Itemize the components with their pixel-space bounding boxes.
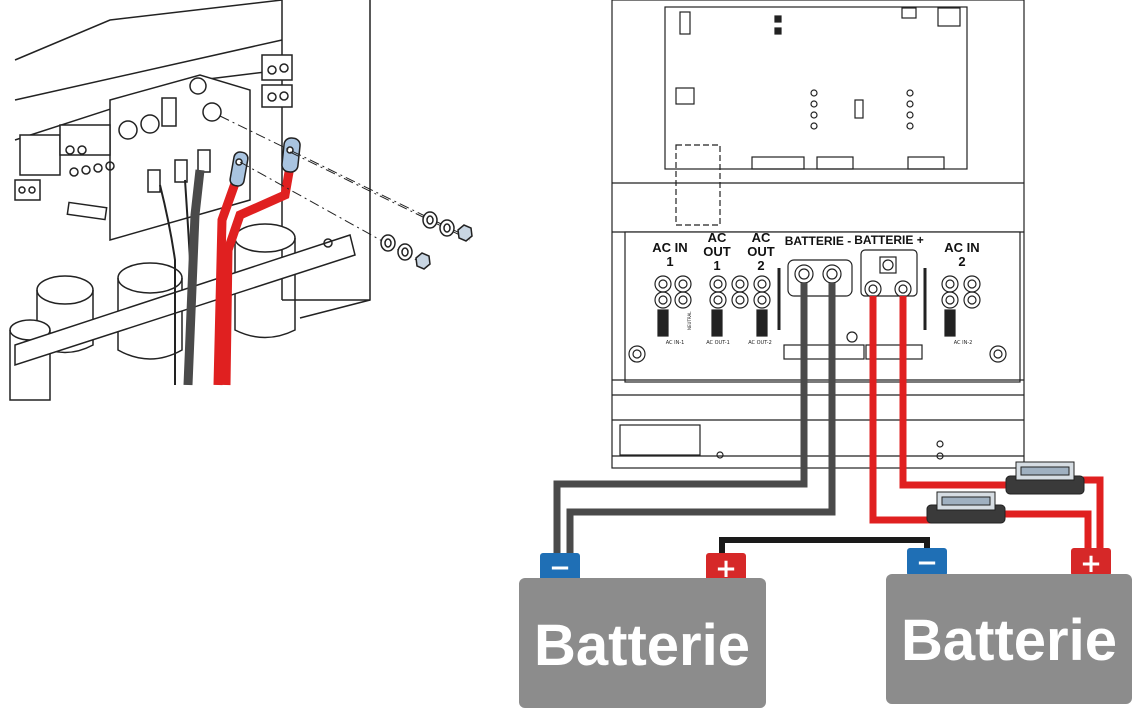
inverter-panel xyxy=(611,0,1025,469)
negative-cable-2 xyxy=(566,283,836,558)
battery-2-positive-terminal xyxy=(1071,548,1111,576)
battery-2-body xyxy=(886,574,1132,704)
terminal-block-right xyxy=(261,54,293,108)
neutral-label-1: NEUTRAL xyxy=(687,311,692,330)
ac-in-2-label: AC IN xyxy=(944,240,979,255)
ac-in-1-terminals xyxy=(628,275,692,363)
battery-2-label: Batterie xyxy=(901,608,1117,673)
control-board xyxy=(664,6,968,226)
ac-in-2-number: 2 xyxy=(958,254,965,269)
battery-1-positive-symbol: + xyxy=(715,554,737,584)
battery-2: − + Batterie xyxy=(886,548,1132,704)
exploded-connection-drawing xyxy=(9,0,473,401)
ac-out-1-label-b: OUT xyxy=(703,244,731,259)
ac-out-1-terminals xyxy=(709,275,749,337)
ac-out-1-label-a: AC xyxy=(708,230,727,245)
battery-1-negative-terminal xyxy=(540,553,580,581)
batterie-minus-label: BATTERIE - xyxy=(785,234,851,248)
cable-lugs xyxy=(229,137,301,187)
ac-in-2-terminals xyxy=(941,275,1007,363)
panel-labels: AC IN 1 AC OUT 1 AC OUT 2 BATTERIE - BAT… xyxy=(652,230,979,346)
ac-in-2-small-label: AC IN-2 xyxy=(954,340,973,346)
battery-1-negative-symbol: − xyxy=(549,553,571,583)
ac-out-2-label-b: OUT xyxy=(747,244,775,259)
washers-and-nuts xyxy=(380,211,473,270)
ac-in-1-small-label: AC IN-1 xyxy=(666,340,685,346)
ac-in-1-number: 1 xyxy=(666,254,673,269)
battery-1-label: Batterie xyxy=(534,613,750,678)
ac-out-2-label-a: AC xyxy=(752,230,771,245)
battery-1-positive-terminal xyxy=(706,553,746,581)
fuse-holder-1 xyxy=(926,491,1006,524)
ac-out-1-number: 1 xyxy=(713,258,720,273)
ac-out-2-small-label: AC OUT-2 xyxy=(748,340,772,346)
battery-1: − + Batterie xyxy=(519,553,766,708)
line-label-1: LINE xyxy=(664,321,669,330)
positive-cable-1b xyxy=(1000,510,1092,556)
batterie-plus-terminals xyxy=(860,249,927,360)
ac-in-1-label: AC IN xyxy=(652,240,687,255)
terminal-block-left xyxy=(14,124,115,201)
positive-cable-1 xyxy=(869,296,935,524)
battery-2-negative-symbol: − xyxy=(916,548,938,578)
cable-glands xyxy=(9,223,296,401)
ac-out-2-number: 2 xyxy=(757,258,764,273)
battery-1-body xyxy=(519,578,766,708)
battery-2-negative-terminal xyxy=(907,548,947,576)
ac-out-1-small-label: AC OUT-1 xyxy=(706,340,730,346)
batterie-plus-label: BATTERIE + xyxy=(854,233,923,247)
fuse-holder-2 xyxy=(1005,461,1085,495)
negative-cable-1 xyxy=(553,283,808,558)
cables xyxy=(553,283,1104,560)
positive-cable-2 xyxy=(899,296,1012,489)
battery-2-positive-symbol: + xyxy=(1080,549,1102,579)
series-link-cable xyxy=(719,537,930,560)
ac-out-2-terminals xyxy=(753,268,781,337)
batterie-minus-terminals xyxy=(783,259,865,360)
